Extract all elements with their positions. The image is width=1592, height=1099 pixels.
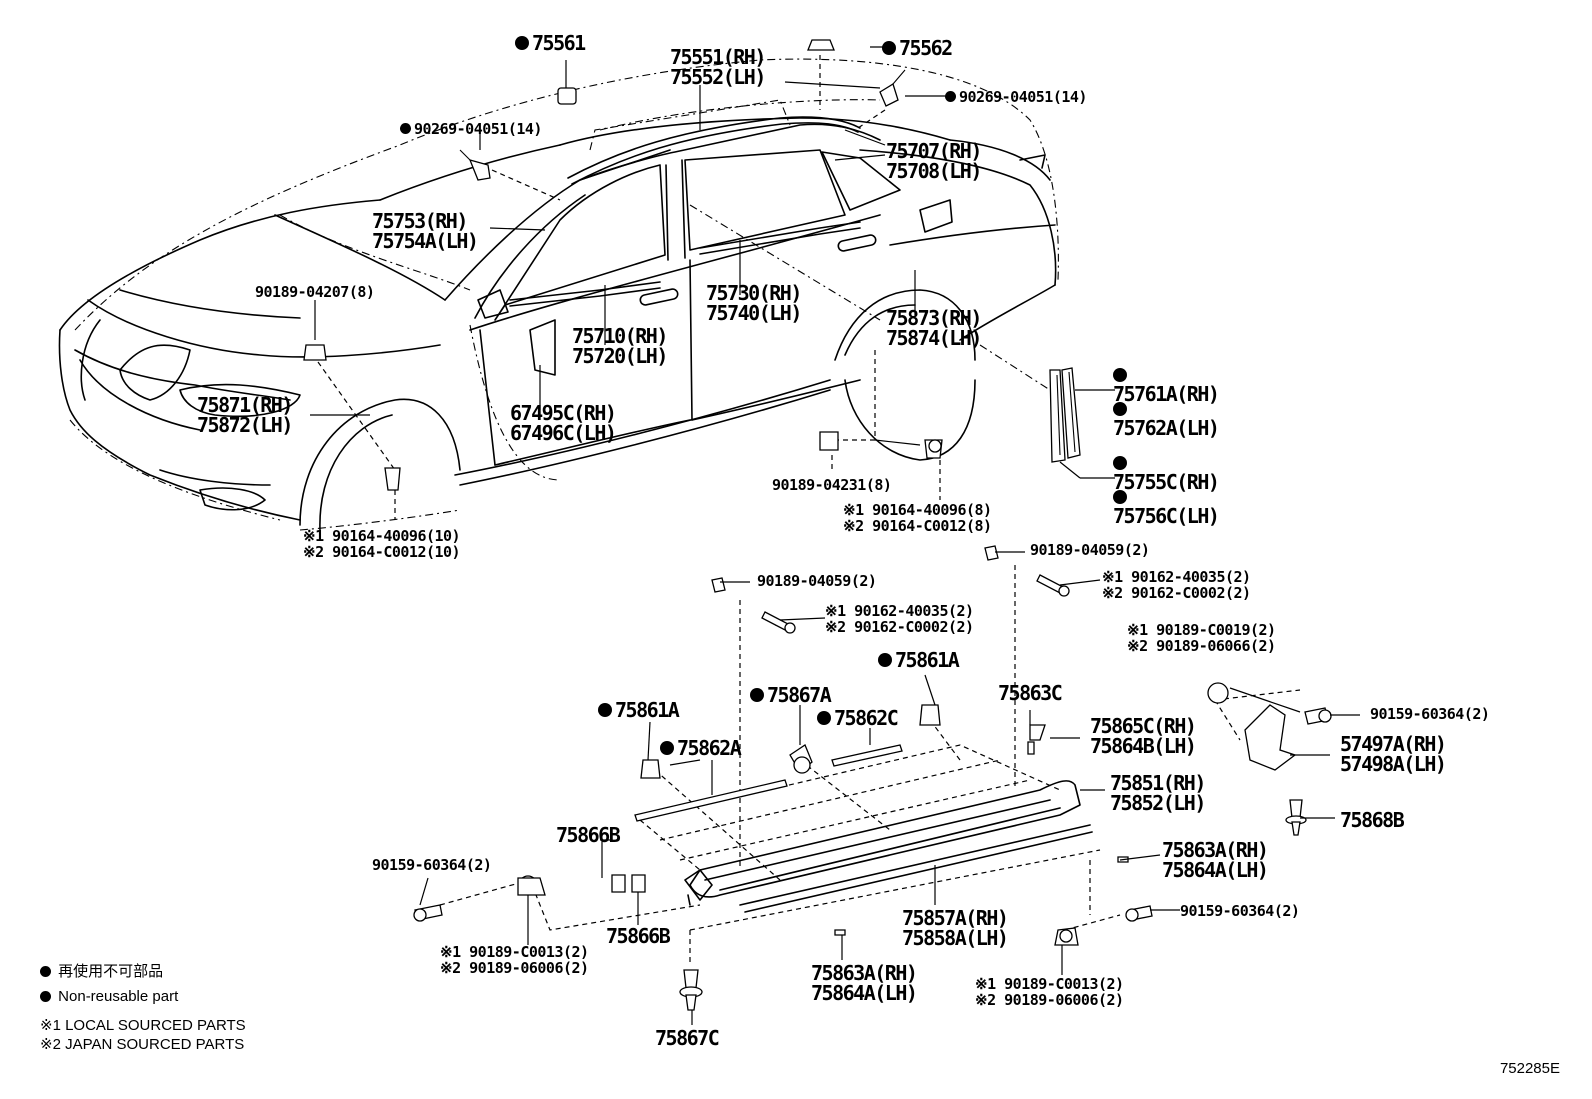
non-reusable-marker — [40, 990, 51, 1002]
non-reusable-marker — [1113, 402, 1127, 416]
label-75863c: 75863C — [998, 681, 1063, 705]
rocker-panel-assembly — [414, 546, 1331, 1010]
label-90189-c0019-06066: ※1 90189-C0019(2)※2 90189-06066(2) — [1127, 621, 1276, 655]
label-90189-c0013-right: ※1 90189-C0013(2)※2 90189-06006(2) — [975, 975, 1124, 1009]
label-75707-75708: 75707(RH)75708(LH) — [886, 139, 982, 183]
label-90189-04207: 90189-04207(8) — [255, 283, 375, 301]
label-75562: 75562 — [882, 38, 953, 58]
non-reusable-marker — [750, 687, 764, 702]
non-reusable-marker — [1113, 490, 1127, 504]
legend-marker-en: Non-reusable part — [40, 988, 246, 1005]
upper-fasteners — [304, 40, 942, 490]
pillar-garnish-parts — [1050, 368, 1080, 462]
label-90269-left: 90269-04051(14) — [400, 121, 542, 137]
label-75866b-bottom: 75866B — [606, 924, 671, 948]
non-reusable-marker — [1113, 456, 1127, 470]
label-75755-75756: 75755C(RH)75756C(LH) — [1113, 456, 1220, 526]
legend-marker-jp: 再使用不可部品 — [40, 963, 246, 980]
label-75863a-75864a-bottom: 75863A(RH)75864A(LH) — [811, 961, 918, 1005]
label-90269-right: 90269-04051(14) — [945, 89, 1087, 105]
label-75851-75852: 75851(RH)75852(LH) — [1110, 771, 1206, 815]
lower-leader-lines — [420, 552, 1360, 1025]
figure-code: 752285E — [1499, 1060, 1560, 1077]
label-75867a: 75867A — [750, 685, 832, 705]
non-reusable-marker — [40, 965, 51, 977]
non-reusable-marker — [598, 702, 612, 717]
legend: 再使用不可部品 Non-reusable part ※1 LOCAL SOURC… — [40, 963, 246, 1053]
non-reusable-marker — [515, 35, 529, 50]
upper-leader-lines — [310, 47, 1115, 520]
label-75730-75740: 75730(RH)75740(LH) — [706, 281, 802, 325]
car-body-outline — [59, 59, 1058, 530]
label-90159-bottom: 90159-60364(2) — [1180, 902, 1300, 920]
label-75873-75874: 75873(RH)75874(LH) — [886, 306, 982, 350]
label-90189-04231: 90189-04231(8) — [772, 476, 892, 494]
label-75862c: 75862C — [817, 708, 899, 728]
label-90159-right: 90159-60364(2) — [1370, 705, 1490, 723]
label-57497-57498: 57497A(RH)57498A(LH) — [1340, 732, 1447, 776]
label-75861a-left: 75861A — [598, 700, 680, 720]
label-75865c-75864b: 75865C(RH)75864B(LH) — [1090, 714, 1197, 758]
label-75867c: 75867C — [655, 1026, 720, 1050]
label-90162-left: ※1 90162-40035(2)※2 90162-C0002(2) — [825, 602, 974, 636]
label-75753-75754: 75753(RH)75754A(LH) — [372, 209, 479, 253]
label-90164-rear: ※1 90164-40096(8)※2 90164-C0012(8) — [843, 501, 992, 535]
label-90162-right: ※1 90162-40035(2)※2 90162-C0002(2) — [1102, 568, 1251, 602]
non-reusable-marker — [817, 710, 831, 725]
label-75866b-top: 75866B — [556, 823, 621, 847]
label-90159-left: 90159-60364(2) — [372, 856, 492, 874]
non-reusable-marker — [1113, 368, 1127, 382]
label-75871-75872: 75871(RH)75872(LH) — [197, 393, 293, 437]
label-75761-75762: 75761A(RH)75762A(LH) — [1113, 368, 1220, 438]
non-reusable-marker — [878, 652, 892, 667]
label-75561: 75561 — [515, 33, 586, 53]
non-reusable-marker — [660, 740, 674, 755]
legend-note-2: ※2 JAPAN SOURCED PARTS — [40, 1036, 245, 1053]
label-67495-67496: 67495C(RH)67496C(LH) — [510, 401, 617, 445]
label-90189-04059-left: 90189-04059(2) — [757, 572, 877, 590]
label-90189-04059-right: 90189-04059(2) — [1030, 541, 1150, 559]
non-reusable-marker — [945, 91, 956, 102]
non-reusable-marker — [400, 123, 411, 134]
label-75710-75720: 75710(RH)75720(LH) — [572, 324, 668, 368]
label-75863a-75864a-right: 75863A(RH)75864A(LH) — [1162, 838, 1269, 882]
label-75861a-top: 75861A — [878, 650, 960, 670]
legend-note-1: ※1 LOCAL SOURCED PARTS — [40, 1017, 246, 1034]
label-75862a: 75862A — [660, 738, 742, 758]
label-75868b: 75868B — [1340, 808, 1405, 832]
label-90189-c0013-left: ※1 90189-C0013(2)※2 90189-06006(2) — [440, 943, 589, 977]
non-reusable-marker — [882, 40, 896, 55]
label-75551-75552: 75551(RH)75552(LH) — [670, 45, 766, 89]
label-90164-front: ※1 90164-40096(10)※2 90164-C0012(10) — [303, 527, 461, 561]
label-75857-75858: 75857A(RH)75858A(LH) — [902, 906, 1009, 950]
